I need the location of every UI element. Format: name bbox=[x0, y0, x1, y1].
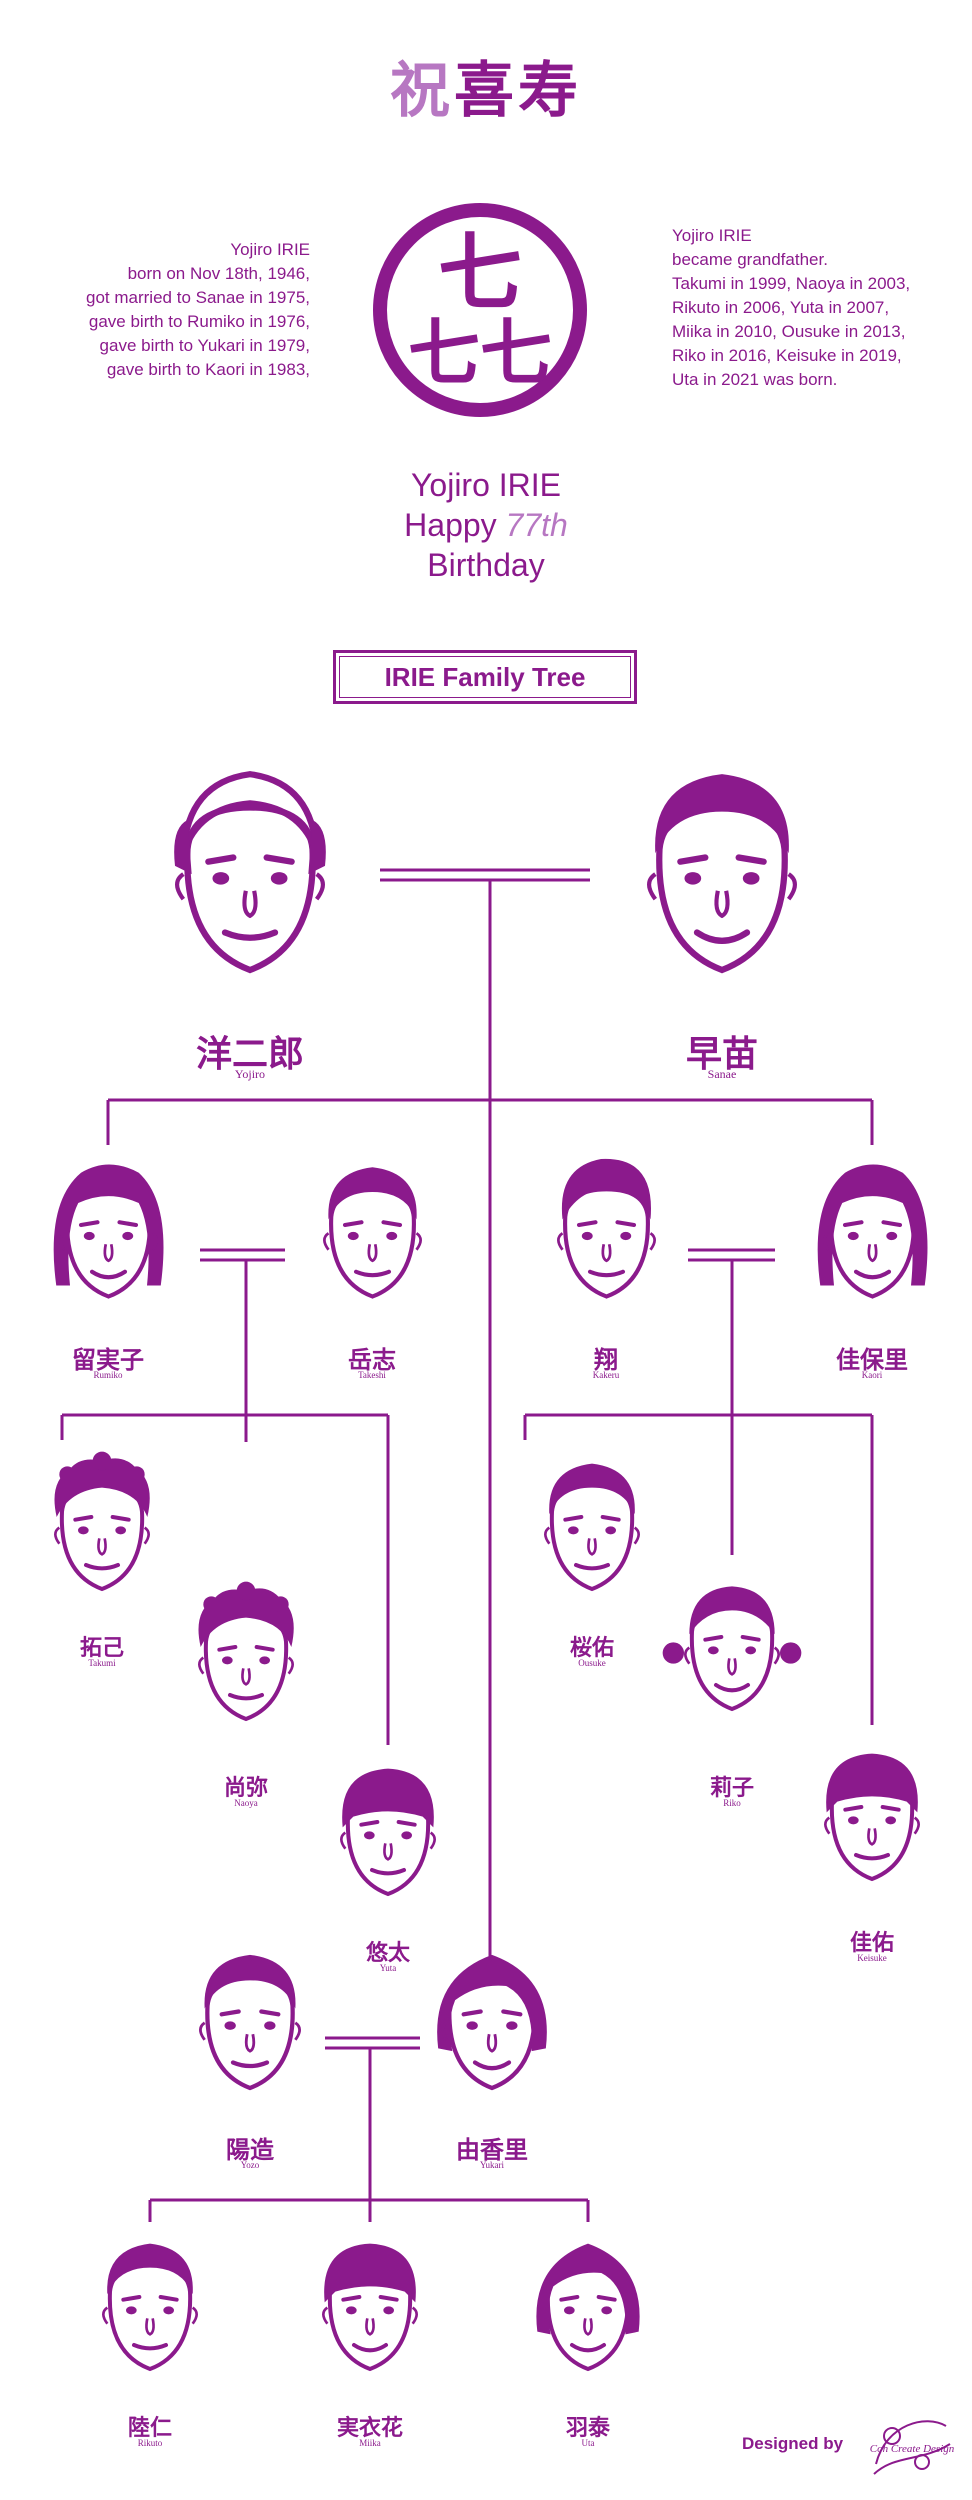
name-roman-riko: Riko bbox=[723, 1798, 741, 1808]
portrait-takeshi bbox=[290, 1148, 455, 1313]
bio-right: Yojiro IRIE became grandfather. Takumi i… bbox=[672, 224, 972, 392]
bio-right-line: Yojiro IRIE bbox=[672, 226, 752, 245]
portrait-sanae bbox=[597, 745, 847, 995]
title-first-char: 祝 bbox=[390, 56, 454, 126]
bio-right-line: Rikuto in 2006, Yuta in 2007, bbox=[672, 298, 890, 317]
bio-right-line: Takumi in 1999, Naoya in 2003, bbox=[672, 274, 911, 293]
name-roman-kaori: Kaori bbox=[861, 1370, 883, 1380]
portrait-naoya bbox=[166, 1575, 326, 1735]
bio-left-line: gave birth to Yukari in 1979, bbox=[99, 336, 310, 355]
name-roman-ousuke: Ousuke bbox=[578, 1658, 606, 1668]
birthday-message: Yojiro IRIE Happy 77th Birthday bbox=[0, 465, 972, 585]
family-tree-title: IRIE Family Tree bbox=[333, 650, 637, 704]
credit-text: Designed by bbox=[742, 2434, 844, 2453]
portrait-yozo bbox=[165, 1935, 335, 2105]
portrait-rikuto bbox=[70, 2225, 230, 2385]
portrait-ousuke bbox=[512, 1445, 672, 1605]
emblem-glyph-top: 七 bbox=[438, 224, 522, 322]
name-roman-rikuto: Rikuto bbox=[137, 2438, 163, 2448]
designer-logo-icon: Coh Create Design bbox=[870, 2420, 955, 2475]
portrait-yojiro bbox=[125, 745, 375, 995]
bio-left: Yojiro IRIE born on Nov 18th, 1946, got … bbox=[40, 238, 310, 382]
portrait-takumi bbox=[22, 1445, 182, 1605]
portrait-yukari bbox=[407, 1935, 577, 2105]
birthday-age: 77th bbox=[505, 507, 568, 543]
name-roman-naoya: Naoya bbox=[234, 1798, 258, 1808]
name-roman-yuta: Yuta bbox=[379, 1963, 397, 1973]
name-kanji-takumi: 拓己 bbox=[79, 1636, 124, 1661]
name-kanji-rikuto: 陸仁 bbox=[127, 2416, 172, 2441]
bio-left-line: gave birth to Kaori in 1983, bbox=[106, 360, 310, 379]
name-kanji-uta: 羽泰 bbox=[565, 2416, 610, 2441]
bio-right-line: Miika in 2010, Ousuke in 2013, bbox=[672, 322, 906, 341]
name-kanji-yuta: 悠太 bbox=[365, 1941, 410, 1966]
portrait-yuta bbox=[308, 1750, 468, 1910]
title-rest: 喜寿 bbox=[454, 56, 582, 126]
name-roman-kakeru: Kakeru bbox=[592, 1370, 620, 1380]
name-roman-takumi: Takumi bbox=[88, 1658, 116, 1668]
name-kanji-kakeru: 翔 bbox=[594, 1346, 618, 1374]
name-kanji-sanae: 早苗 bbox=[685, 1034, 758, 1075]
name-roman-rumiko: Rumiko bbox=[93, 1370, 123, 1380]
name-kanji-takeshi: 岳志 bbox=[348, 1346, 396, 1374]
bio-left-line: gave birth to Rumiko in 1976, bbox=[88, 312, 310, 331]
name-kanji-rumiko: 留実子 bbox=[72, 1346, 144, 1374]
name-roman-miika: Miika bbox=[359, 2438, 381, 2448]
birthday-name: Yojiro IRIE bbox=[411, 467, 561, 503]
portrait-rumiko bbox=[26, 1148, 191, 1313]
name-kanji-yukari: 由香里 bbox=[456, 2136, 528, 2164]
bio-right-line: became grandfather. bbox=[672, 250, 828, 269]
designer-logo: Coh Create Design bbox=[866, 2404, 956, 2484]
bio-right-line: Riko in 2016, Keisuke in 2019, bbox=[672, 346, 902, 365]
bio-left-line: born on Nov 18th, 1946, bbox=[127, 264, 310, 283]
name-kanji-naoya: 尚弥 bbox=[223, 1776, 268, 1801]
name-kanji-keisuke: 佳佑 bbox=[849, 1931, 894, 1956]
portrait-keisuke bbox=[792, 1735, 952, 1895]
emblem-glyph-bottom: 七七 bbox=[408, 311, 552, 395]
name-roman-sanae: Sanae bbox=[707, 1067, 737, 1081]
birthday-word: Birthday bbox=[427, 547, 545, 583]
name-kanji-riko: 莉子 bbox=[709, 1776, 754, 1801]
name-kanji-yozo: 陽造 bbox=[226, 2136, 274, 2164]
page-title: 祝喜寿 bbox=[0, 42, 972, 129]
name-kanji-kaori: 佳保里 bbox=[836, 1346, 908, 1374]
name-roman-keisuke: Keisuke bbox=[857, 1953, 887, 1963]
birthday-happy-line: Happy 77th bbox=[0, 505, 972, 545]
name-roman-takeshi: Takeshi bbox=[358, 1370, 386, 1380]
kiju-emblem: 七 七七 bbox=[370, 200, 590, 420]
birthday-happy: Happy bbox=[404, 507, 497, 543]
portrait-uta bbox=[508, 2225, 668, 2385]
portrait-kakeru bbox=[524, 1148, 689, 1313]
name-roman-uta: Uta bbox=[581, 2438, 595, 2448]
name-roman-yozo: Yozo bbox=[240, 2160, 260, 2170]
emblem-circle-icon: 七 七七 bbox=[373, 203, 587, 417]
portrait-riko bbox=[652, 1565, 812, 1725]
bio-right-line: Uta in 2021 was born. bbox=[672, 370, 838, 389]
portrait-miika bbox=[290, 2225, 450, 2385]
bio-left-line: Yojiro IRIE bbox=[230, 240, 310, 259]
name-roman-yukari: Yukari bbox=[480, 2160, 504, 2170]
name-kanji-ousuke: 桜佑 bbox=[569, 1636, 614, 1661]
name-kanji-miika: 実衣花 bbox=[336, 2416, 403, 2441]
name-kanji-yojiro: 洋二郎 bbox=[195, 1034, 304, 1075]
designer-logo-text: Coh Create Design bbox=[870, 2443, 955, 2455]
bio-left-line: got married to Sanae in 1975, bbox=[86, 288, 310, 307]
name-roman-yojiro: Yojiro bbox=[234, 1067, 266, 1081]
portrait-kaori bbox=[790, 1148, 955, 1313]
